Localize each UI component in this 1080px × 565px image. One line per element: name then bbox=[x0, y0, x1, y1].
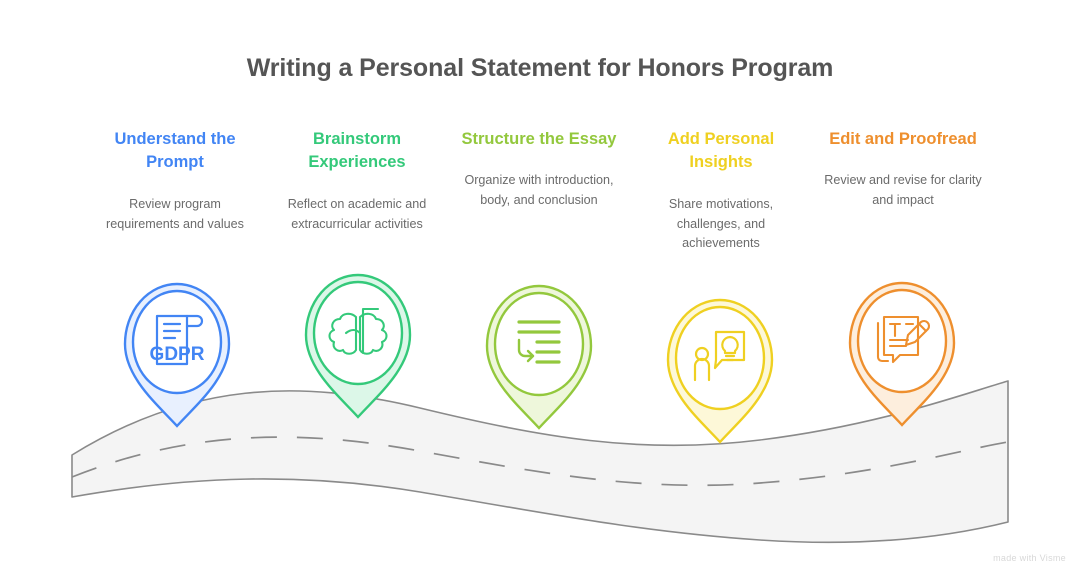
step-column-1: Understand the Prompt Review program req… bbox=[84, 128, 266, 254]
step-description-5: Review and revise for clarity and impact bbox=[824, 173, 982, 208]
pin-outer-shape-1 bbox=[123, 282, 231, 428]
step-column-3: Structure the Essay Organize with introd… bbox=[448, 128, 630, 254]
steps-text-row: Understand the Prompt Review program req… bbox=[84, 128, 996, 254]
pin-inner-ring-4 bbox=[674, 305, 766, 411]
pin-outer-shape-2 bbox=[304, 273, 412, 419]
document-pencil-edit-icon bbox=[876, 315, 931, 364]
pin-marker-5[interactable] bbox=[848, 281, 956, 427]
pin-outer-shape-5 bbox=[848, 281, 956, 427]
pin-marker-1[interactable]: GDPR bbox=[123, 282, 231, 428]
step-description-2: Reflect on academic and extracurricular … bbox=[287, 196, 427, 231]
step-column-4: Add Personal Insights Share motivations,… bbox=[630, 128, 812, 254]
step-column-2: Brainstorm Experiences Reflect on academ… bbox=[266, 128, 448, 254]
pin-outer-shape-4 bbox=[666, 298, 774, 444]
pin-inner-ring-1 bbox=[131, 289, 223, 395]
step-heading-2: Brainstorm Experiences bbox=[308, 130, 406, 172]
road-graphic bbox=[71, 380, 1009, 544]
watermark: made with Visme bbox=[993, 553, 1066, 563]
step-description-4: Share motivations, challenges, and achie… bbox=[668, 196, 774, 251]
step-description-3: Organize with introduction, body, and co… bbox=[464, 173, 614, 208]
step-column-5: Edit and Proofread Review and revise for… bbox=[812, 128, 994, 254]
document-gdpr-icon: GDPR bbox=[150, 314, 205, 366]
document-outline-indent-icon bbox=[517, 320, 561, 364]
pin-inner-ring-2 bbox=[312, 280, 404, 386]
step-heading-1: Understand the Prompt bbox=[114, 130, 236, 172]
road-center-dashes bbox=[71, 436, 1009, 487]
pin-outer-shape-3 bbox=[485, 284, 593, 430]
road-surface bbox=[71, 380, 1009, 544]
step-heading-4: Add Personal Insights bbox=[667, 130, 775, 172]
pin-marker-4[interactable] bbox=[666, 298, 774, 444]
pin-marker-3[interactable] bbox=[485, 284, 593, 430]
pin-marker-2[interactable] bbox=[304, 273, 412, 419]
step-heading-5: Edit and Proofread bbox=[829, 130, 977, 148]
page-title: Writing a Personal Statement for Honors … bbox=[246, 54, 834, 82]
person-speech-bubble-lightbulb-icon bbox=[693, 330, 746, 382]
step-heading-3: Structure the Essay bbox=[461, 130, 617, 148]
brain-idea-icon bbox=[328, 307, 388, 355]
pin-icon-label-1: GDPR bbox=[150, 344, 205, 365]
pin-inner-ring-5 bbox=[856, 288, 948, 394]
step-description-1: Review program requirements and values bbox=[106, 196, 244, 231]
pin-inner-ring-3 bbox=[493, 291, 585, 397]
